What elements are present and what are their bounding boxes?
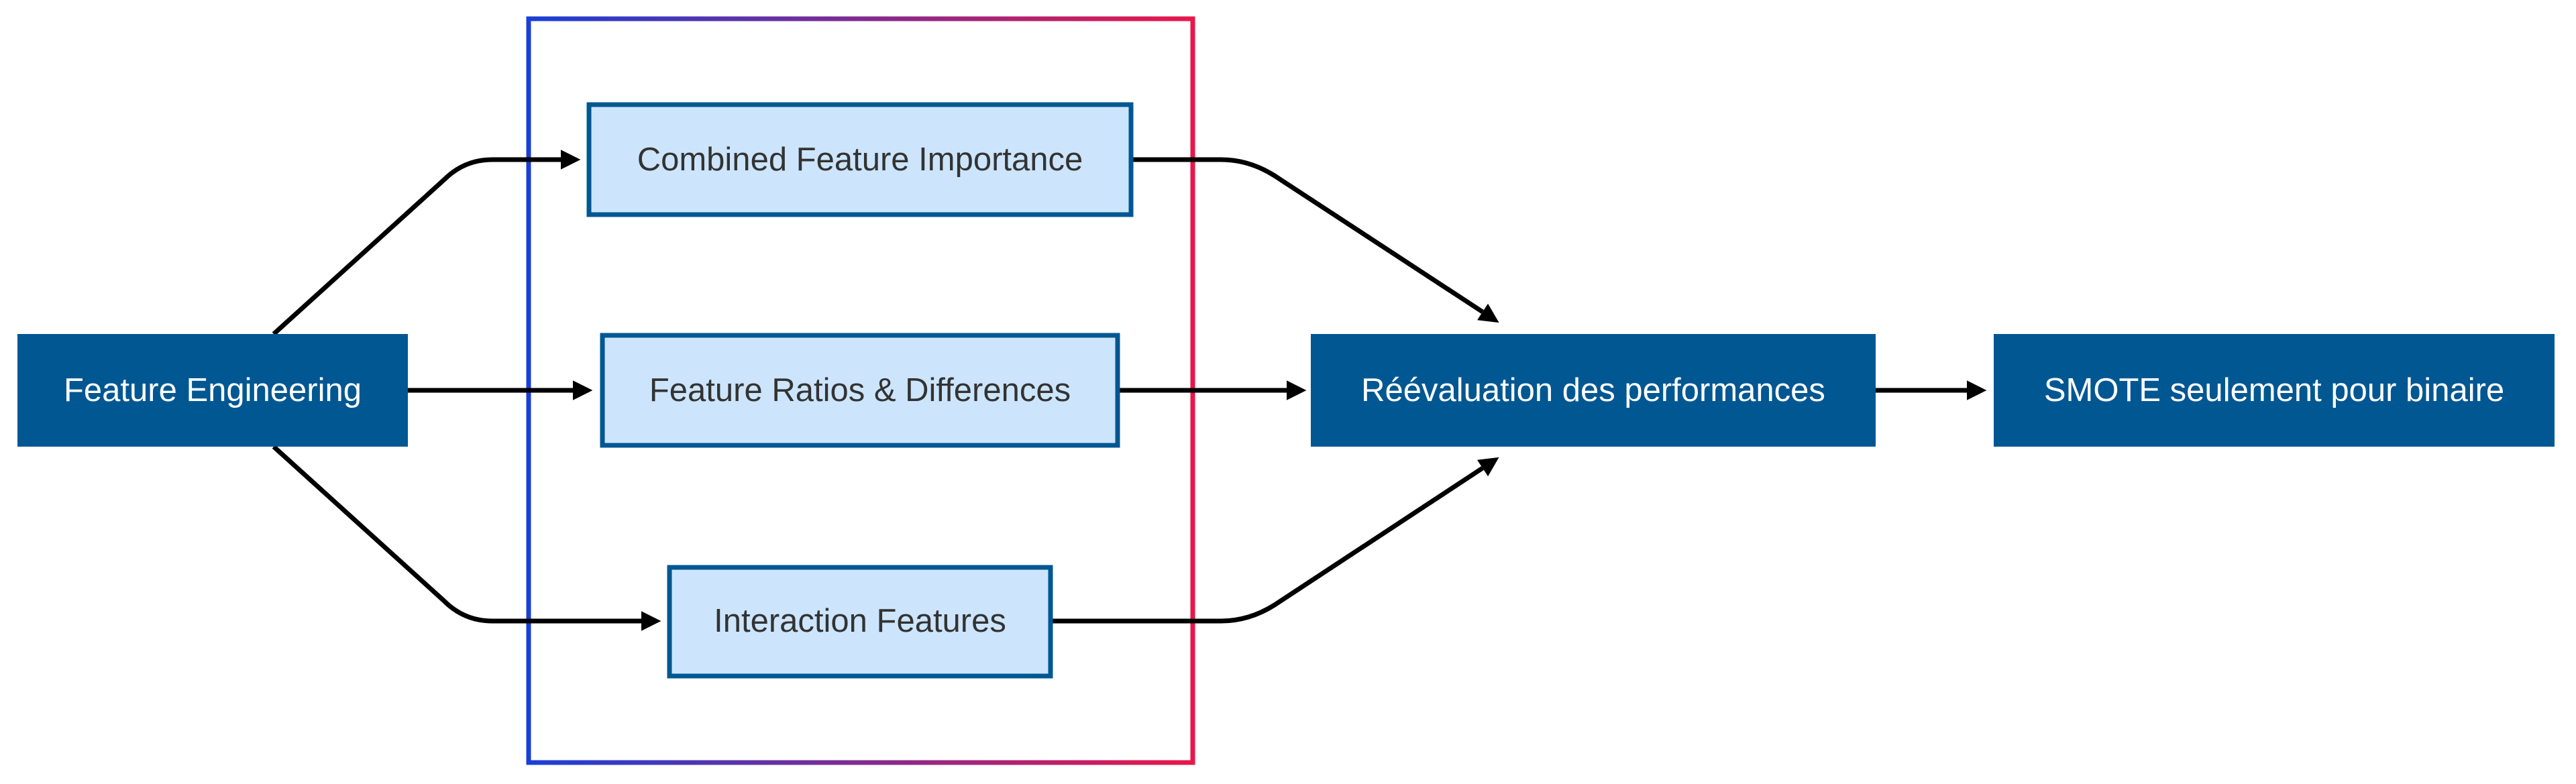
node-smote-binaire: SMOTE seulement pour binaire: [1994, 334, 2555, 447]
node-interaction-features: Interaction Features: [667, 565, 1053, 679]
node-reevaluation-performances: Réévaluation des performances: [1311, 334, 1876, 447]
edge-interaction-to-reevaluation: [1052, 457, 1499, 624]
edge-combined-to-reevaluation: [1132, 157, 1499, 323]
node-interaction-features-label: Interaction Features: [714, 603, 1006, 639]
node-feature-ratios-differences-label: Feature Ratios & Differences: [649, 372, 1071, 408]
edge-engineering-to-interaction: [272, 445, 661, 631]
node-smote-binaire-label: SMOTE seulement pour binaire: [2044, 372, 2504, 408]
node-reevaluation-performances-label: Réévaluation des performances: [1361, 372, 1825, 408]
node-feature-ratios-differences: Feature Ratios & Differences: [600, 333, 1120, 448]
edge-engineering-to-combined: [272, 150, 581, 336]
node-feature-engineering: Feature Engineering: [17, 334, 408, 447]
node-combined-feature-importance: Combined Feature Importance: [586, 102, 1134, 217]
node-feature-engineering-label: Feature Engineering: [64, 372, 362, 408]
node-combined-feature-importance-label: Combined Feature Importance: [637, 142, 1083, 178]
